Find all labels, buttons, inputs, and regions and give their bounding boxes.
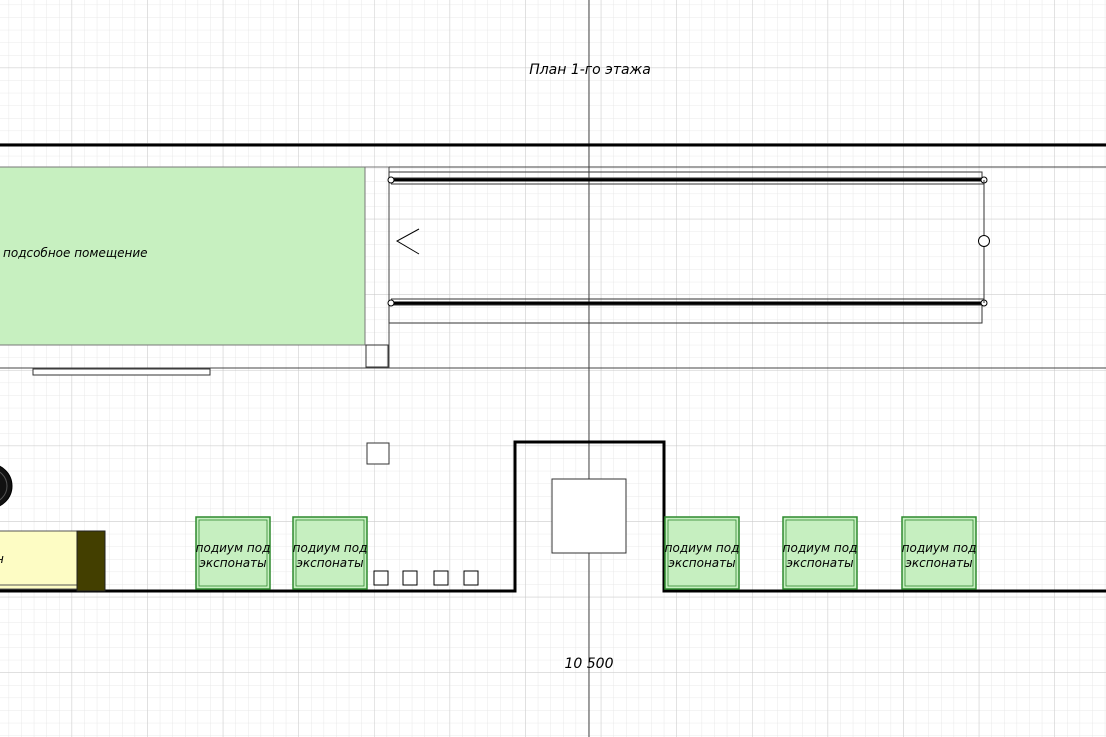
podium-label: экспонаты <box>905 556 972 570</box>
stair-landing-bottom <box>388 304 983 324</box>
small-column <box>366 442 390 465</box>
lower-wall-left <box>0 440 1106 593</box>
small-square <box>463 570 479 586</box>
stair-flight[interactable] <box>387 176 990 307</box>
podium-outline <box>901 516 977 590</box>
round-column-ring <box>0 471 8 501</box>
podium-label: экспонаты <box>668 556 735 570</box>
podium-outline <box>664 516 740 590</box>
podium-inner-outline <box>667 519 737 587</box>
small-square <box>433 570 449 586</box>
stair-direction-arrow-icon <box>395 228 420 255</box>
small-square <box>402 570 418 586</box>
podium-outline <box>782 516 858 590</box>
corner-column <box>365 344 389 368</box>
dark-block <box>76 530 106 592</box>
podium-label: экспонаты <box>199 556 266 570</box>
auxiliary-room-label: подсобное помещение <box>3 246 148 260</box>
dimension-label: 10 500 <box>565 656 614 672</box>
auxiliary-room[interactable] <box>0 166 366 346</box>
drawing-title: План 1-го этажа <box>529 62 651 78</box>
yellow-furniture-label: н <box>0 552 4 566</box>
podium-label: экспонаты <box>786 556 853 570</box>
podium-label: подиум под <box>665 541 740 555</box>
podium-outline <box>195 516 271 590</box>
stair-node <box>387 176 395 184</box>
round-column <box>0 465 13 507</box>
door-threshold <box>32 368 211 376</box>
stair-landing-top <box>388 171 983 179</box>
podium-inner-outline <box>904 519 974 587</box>
podium-inner-outline <box>198 519 268 587</box>
podium-label: подиум под <box>196 541 271 555</box>
podium-label: подиум под <box>783 541 858 555</box>
stair-start-marker <box>978 235 990 247</box>
small-square <box>373 570 389 586</box>
podium-inner-outline <box>295 519 365 587</box>
podium-label: экспонаты <box>296 556 363 570</box>
yellow-furniture[interactable] <box>0 530 78 590</box>
stair-node <box>387 299 395 307</box>
podium-label: подиум под <box>902 541 977 555</box>
podium-label: подиум под <box>293 541 368 555</box>
central-square-element[interactable] <box>551 478 627 554</box>
podium-outline <box>292 516 368 590</box>
podium-inner-outline <box>785 519 855 587</box>
